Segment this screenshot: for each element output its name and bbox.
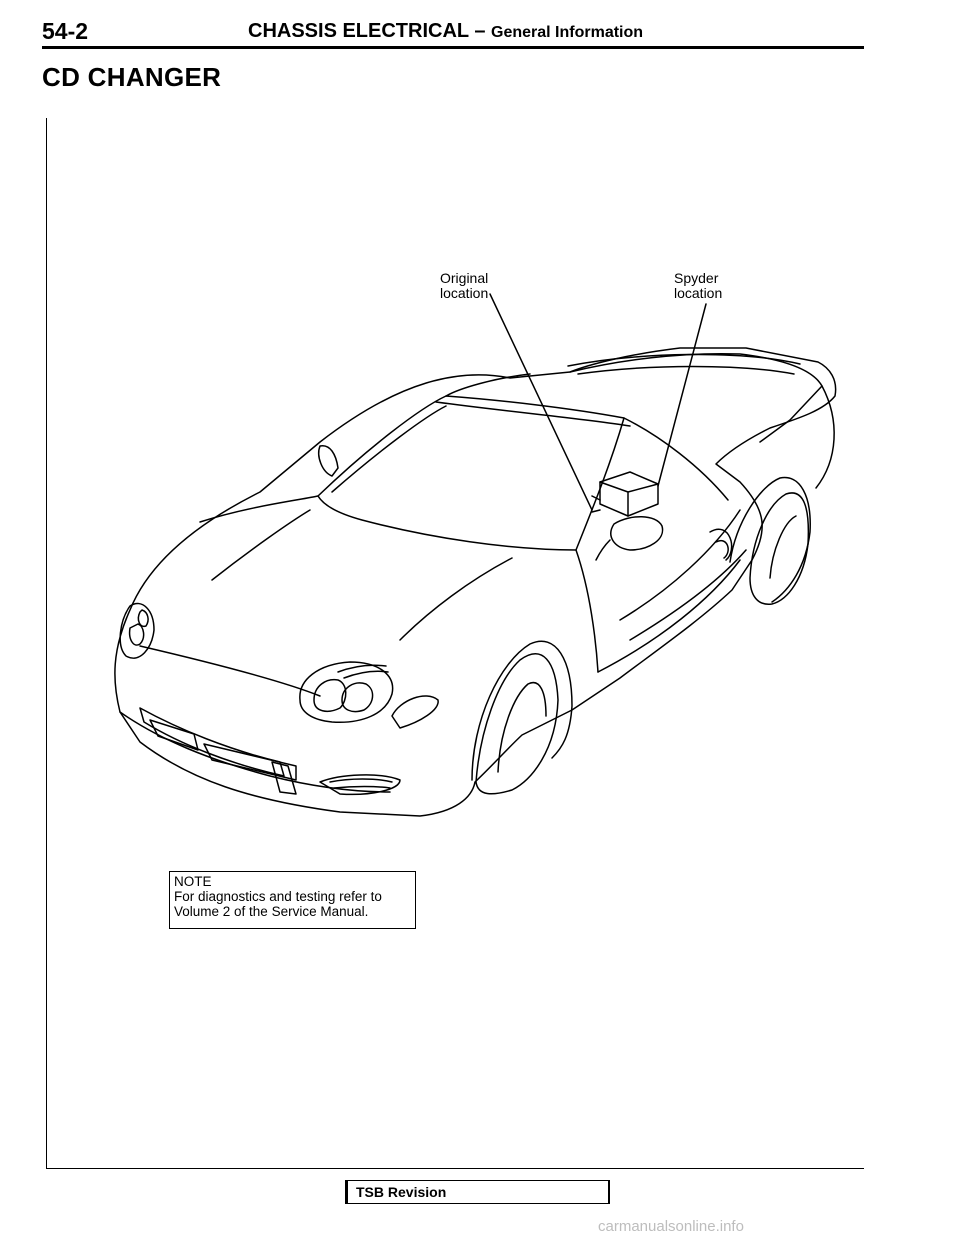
front-wheel-arch (471, 640, 573, 781)
rear-wheel-arch (729, 476, 811, 603)
car-illustration (114, 293, 837, 817)
hood-crease-center (399, 557, 513, 641)
mirror-stem (595, 539, 611, 561)
door-seam (575, 549, 599, 673)
intake-left (149, 719, 199, 751)
leader-spyder (657, 303, 707, 487)
header-rule (42, 46, 864, 49)
fog-light (319, 774, 401, 796)
fog-light-lines (329, 778, 393, 789)
hood-crease-left (211, 509, 311, 581)
grille (139, 707, 285, 777)
headlight-right (299, 661, 394, 723)
headlight-left-lens2 (137, 609, 149, 628)
license-plate (271, 761, 297, 795)
callout-spyder-location: Spyder location (674, 271, 722, 301)
note-line1: For diagnostics and testing refer to (174, 889, 382, 904)
hood-line (199, 495, 319, 523)
callout-spyder-line1: Spyder (674, 270, 719, 286)
door-vent (709, 528, 733, 561)
headlight-right-lens2 (341, 682, 374, 713)
side-mirror (610, 516, 664, 551)
door-lower (597, 559, 741, 673)
rear-spoiler (567, 353, 801, 367)
headlight-left (119, 602, 155, 659)
b-pillar (623, 417, 729, 501)
left-mirror (318, 445, 339, 477)
rear-wheel (749, 492, 810, 605)
rear-quarter (815, 385, 835, 489)
headlight-left-lens1 (128, 623, 145, 646)
front-wheel (475, 653, 559, 795)
tsb-revision-label: TSB Revision (356, 1184, 447, 1200)
intake-center (203, 743, 297, 781)
page-number: 54-2 (42, 18, 89, 44)
watermark-text: carmanualsonline.info (598, 1218, 744, 1235)
note-line2: Volume 2 of the Service Manual. (174, 904, 369, 919)
tsb-revision-box: TSB Revision (345, 1180, 610, 1204)
windshield-inner (331, 405, 447, 493)
header-title-main: CHASSIS ELECTRICAL (248, 20, 469, 42)
callout-original-location: Original location (440, 271, 488, 301)
rear-wheel-inner (769, 515, 797, 579)
turn-signal (391, 695, 439, 729)
callout-original-line1: Original (440, 270, 489, 286)
front-wheel-inner (497, 681, 547, 773)
page-header: 54-2 CHASSIS ELECTRICAL – General Inform… (42, 18, 864, 48)
cd-changer-top (599, 481, 659, 517)
windshield (317, 395, 625, 551)
cd-changer-bracket (591, 495, 601, 513)
header-title: CHASSIS ELECTRICAL – General Information (248, 20, 643, 43)
leader-original (489, 293, 593, 511)
header-subtitle: General Information (491, 24, 644, 41)
header-separator: – (468, 20, 492, 42)
roof-edge (445, 373, 531, 397)
rear-spoiler-edge (577, 365, 795, 375)
side-crease (629, 549, 747, 641)
body-outline (114, 347, 837, 817)
roof-line (435, 401, 631, 427)
headlight-right-lens1 (313, 678, 347, 713)
fender-line (139, 645, 321, 697)
callout-spyder-line2: location (674, 285, 723, 301)
frame-left-border (46, 118, 47, 1168)
rear-deck (569, 352, 823, 443)
callout-original-line2: location (440, 285, 489, 301)
headlight-right-lines (337, 664, 389, 679)
frame-bottom-border (46, 1168, 864, 1169)
door-vent2 (715, 539, 729, 559)
section-title: CD CHANGER (42, 62, 222, 92)
side-groove (619, 509, 741, 621)
cd-changer-box (599, 471, 659, 517)
note-box: NOTE For diagnostics and testing refer t… (169, 871, 416, 929)
note-label: NOTE (174, 874, 212, 889)
